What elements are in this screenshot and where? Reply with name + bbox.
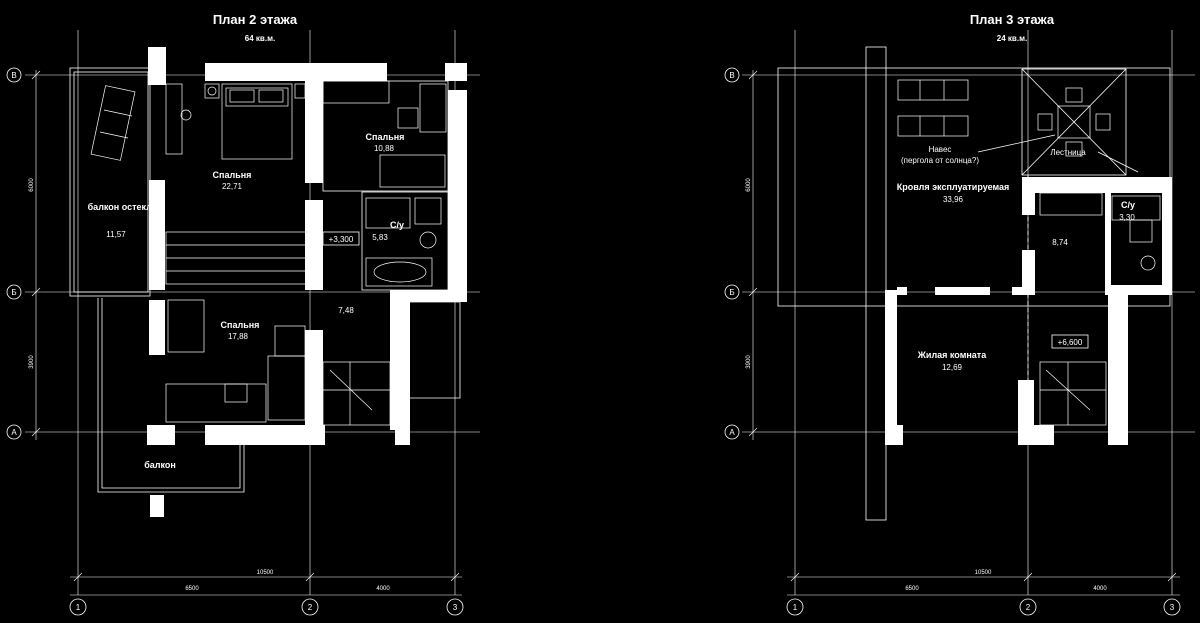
plan3-dim-v-bottom: 3900 <box>746 355 752 369</box>
plan2-dim-right: 4000 <box>376 586 390 592</box>
plan2-bedroom1-name: Спальня <box>213 170 252 180</box>
plan2-axis-2: 2 <box>308 603 313 612</box>
plan2-stair <box>322 361 391 426</box>
plan3-axis-1: 1 <box>793 603 798 612</box>
plan3-axis-2: 2 <box>1026 603 1031 612</box>
plan2-axis-a: А <box>11 428 17 437</box>
plan3-roof-name: Кровля эксплуатируемая <box>897 182 1010 192</box>
plan3-walls <box>885 177 1172 445</box>
plan3-bath-name: С/у <box>1121 200 1135 210</box>
plan2-room-labels: балкон остекл. 11,57 Спальня 22,71 Спаль… <box>88 132 405 470</box>
plan3-living-name: Жилая комната <box>917 350 987 360</box>
plan3-roof-area: 33,96 <box>943 195 964 204</box>
plan2-axis-markers: В Б А 1 2 3 <box>6 67 464 616</box>
plan3-axis-v: В <box>729 71 734 80</box>
plan3-vertical-dimension: 6000 3900 <box>746 70 758 440</box>
plan3-dim-v-top: 6000 <box>746 178 752 192</box>
plan2-hall-area: 7,48 <box>338 306 354 315</box>
plan2-outlines <box>69 67 461 493</box>
plan3-canopy-note: (пергола от солнца?) <box>901 156 979 165</box>
plan2-bath-name: С/у <box>390 220 404 230</box>
plan2-axis-b: Б <box>11 288 16 297</box>
plan3-dim-right: 4000 <box>1093 586 1107 592</box>
plan2-axis-v: В <box>11 71 16 80</box>
plan3-area: 24 кв.м. <box>997 34 1027 43</box>
plan2-dim-v-top: 6000 <box>29 178 35 192</box>
plan2-balcony-glazed-name: балкон остекл. <box>88 202 155 212</box>
plan3-title: План 3 этажа <box>970 12 1055 27</box>
plan3-stair <box>1039 361 1107 426</box>
plan3-horizontal-dimension: 10500 6500 4000 <box>787 570 1180 596</box>
plan-2: План 2 этажа 64 кв.м. 6000 3900 <box>6 12 480 616</box>
plan3-stairs-label: Лестница <box>1050 148 1086 157</box>
plan2-bedroom2-name: Спальня <box>366 132 405 142</box>
plan2-wardrobe-hatch <box>166 244 306 272</box>
plan2-axis-1: 1 <box>76 603 81 612</box>
plan2-sofa-balcony <box>90 85 136 161</box>
plan2-title: План 2 этажа <box>213 12 298 27</box>
plan2-grid <box>25 30 480 595</box>
plan3-axis-b: Б <box>729 288 734 297</box>
plan2-dim-v-bottom: 3900 <box>29 355 35 369</box>
plan3-room-labels: Навес (пергола от солнца?) Лестница Кров… <box>897 145 1136 372</box>
plan3-furniture <box>897 79 1161 426</box>
plan2-horizontal-dimension: 10500 6500 4000 <box>70 570 462 596</box>
plan3-axis-markers: В Б А 1 2 3 <box>724 67 1181 616</box>
plan3-bath-area: 3,30 <box>1119 213 1135 222</box>
plan2-bedroom3-area: 17,88 <box>228 332 249 341</box>
plan2-furniture <box>90 80 447 426</box>
plan3-outlines <box>777 46 1171 521</box>
plan2-walls <box>147 47 467 517</box>
plan3-canopy-label: Навес <box>929 145 952 154</box>
plan3-hall-area: 8,74 <box>1052 238 1068 247</box>
plan2-bedroom3-name: Спальня <box>221 320 260 330</box>
plan2-bath-area: 5,83 <box>372 233 388 242</box>
plan3-table-chairs <box>1037 87 1111 157</box>
plan2-balcony-name: балкон <box>144 460 176 470</box>
plan2-balcony-glazed-area: 11,57 <box>106 230 126 239</box>
plan3-dim-left: 6500 <box>905 586 919 592</box>
plan2-vertical-dimension: 6000 3900 <box>29 70 41 440</box>
plan3-axis-a: А <box>729 428 735 437</box>
plan3-axis-3: 3 <box>1170 603 1175 612</box>
plan2-bedroom2-area: 10,88 <box>374 144 395 153</box>
plan3-living-area: 12,69 <box>942 363 963 372</box>
plan2-bedroom1-area: 22,71 <box>222 182 243 191</box>
plan-3: План 3 этажа 24 кв.м. 6000 3900 10500 6 <box>724 12 1195 616</box>
plan2-dim-left: 6500 <box>185 586 199 592</box>
plan3-dim-total: 10500 <box>975 570 992 576</box>
plan2-dim-total: 10500 <box>257 570 274 576</box>
plan2-area: 64 кв.м. <box>245 34 275 43</box>
plan2-axis-3: 3 <box>453 603 458 612</box>
plan2-level: +3,300 <box>329 235 354 244</box>
plan3-loungers <box>897 79 969 137</box>
plan3-level: +6,600 <box>1058 338 1083 347</box>
